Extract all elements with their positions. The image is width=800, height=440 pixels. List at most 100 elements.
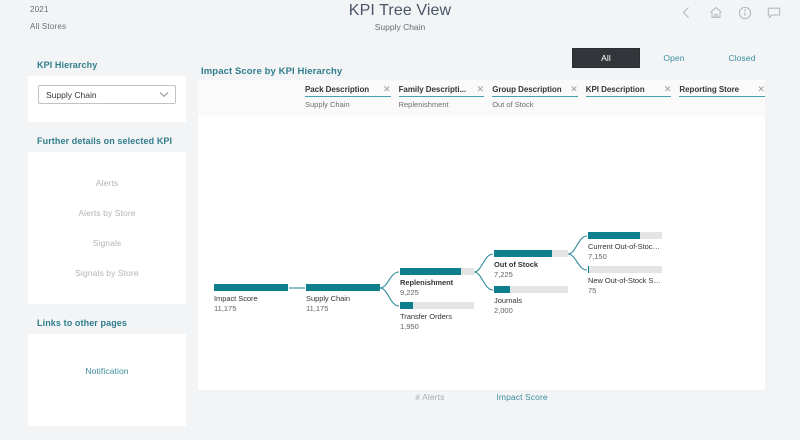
sidebar-item-notification[interactable]: Notification bbox=[85, 366, 129, 376]
node-label: Out of Stock bbox=[494, 260, 538, 269]
tree-node-impact-score[interactable]: Impact Score 11,175 bbox=[214, 284, 288, 313]
status-filter-segmented[interactable]: All Open Closed bbox=[572, 48, 776, 68]
segment-closed[interactable]: Closed bbox=[728, 53, 756, 63]
close-icon[interactable]: ✕ bbox=[663, 84, 672, 94]
sidebar-item-signals[interactable]: Signals bbox=[92, 238, 122, 248]
sidebar-group-other-pages: Links to other pages Notification bbox=[28, 318, 186, 426]
back-chevron-icon[interactable] bbox=[678, 4, 695, 21]
node-bar-fill bbox=[494, 250, 552, 257]
segment-open[interactable]: Open bbox=[663, 53, 685, 63]
node-bar bbox=[306, 284, 380, 291]
close-icon[interactable]: ✕ bbox=[757, 84, 765, 94]
further-details-card: Alerts Alerts by Store Signals Signals b… bbox=[28, 152, 186, 304]
kpi-tree-panel: Pack Description ✕ Supply Chain Family D… bbox=[198, 80, 765, 390]
filter-chip-label: Reporting Store bbox=[679, 85, 740, 94]
node-bar-fill bbox=[494, 286, 511, 293]
tree-node-out-of-stock[interactable]: Out of Stock 7,225 bbox=[494, 250, 568, 279]
filter-chip-value: Supply Chain bbox=[305, 100, 350, 109]
node-bar bbox=[588, 266, 662, 273]
kpi-hierarchy-select[interactable]: Supply Chain bbox=[38, 85, 176, 104]
node-value: 2,000 bbox=[494, 306, 513, 315]
sidebar-group-hierarchy: KPI Hierarchy Supply Chain bbox=[28, 60, 186, 122]
node-bar-fill bbox=[400, 268, 462, 275]
context-store: All Stores bbox=[30, 21, 67, 31]
close-icon[interactable]: ✕ bbox=[476, 84, 485, 94]
page-subtitle: Supply Chain bbox=[374, 22, 426, 33]
links-to-other-pages-title: Links to other pages bbox=[37, 318, 128, 328]
tab-impact-score[interactable]: Impact Score bbox=[496, 392, 548, 402]
node-bar bbox=[588, 232, 662, 239]
node-value: 1,950 bbox=[400, 322, 419, 331]
shell-actions bbox=[678, 4, 782, 21]
filter-chip-label: KPI Description bbox=[585, 85, 645, 94]
node-label: Journals bbox=[494, 296, 522, 305]
links-to-other-pages-card: Notification bbox=[28, 334, 186, 426]
node-bar bbox=[494, 286, 568, 293]
kpi-hierarchy-title: KPI Hierarchy bbox=[37, 60, 98, 70]
chevron-down-icon bbox=[159, 91, 169, 98]
shell-context: 2021 All Stores bbox=[30, 4, 66, 37]
filter-chip-group-description[interactable]: Group Description ✕ Out of Stock bbox=[492, 85, 578, 109]
node-label: Supply Chain bbox=[306, 294, 351, 303]
node-bar-fill bbox=[400, 302, 413, 309]
context-year: 2021 bbox=[30, 5, 49, 14]
node-value: 9,225 bbox=[400, 288, 419, 297]
kpi-hierarchy-card: Supply Chain bbox=[28, 76, 186, 122]
home-icon[interactable] bbox=[707, 4, 724, 21]
footer-tabs: # Alerts Impact Score bbox=[198, 392, 765, 402]
node-label: Current Out-of-Stock ... bbox=[588, 242, 662, 251]
filter-chip-pack-description[interactable]: Pack Description ✕ Supply Chain bbox=[305, 85, 391, 109]
node-label: Impact Score bbox=[214, 294, 258, 303]
filter-chip-label: Family Descripti... bbox=[398, 85, 467, 94]
further-details-title: Further details on selected KPI bbox=[37, 136, 173, 146]
node-label: Transfer Orders bbox=[400, 312, 452, 321]
shell-header: 2021 All Stores KPI Tree View Supply Cha… bbox=[0, 0, 800, 40]
sidebar-item-alerts-by-store[interactable]: Alerts by Store bbox=[78, 208, 136, 218]
filter-chip-label: Pack Description bbox=[305, 85, 370, 94]
sidebar-group-details: Further details on selected KPI Alerts A… bbox=[28, 136, 186, 304]
node-bar-fill bbox=[306, 284, 380, 291]
close-icon[interactable]: ✕ bbox=[570, 84, 578, 94]
node-bar-fill bbox=[214, 284, 288, 291]
sidebar-item-signals-by-store[interactable]: Signals by Store bbox=[75, 268, 139, 278]
filter-chip-kpi-description[interactable]: KPI Description ✕ bbox=[585, 84, 672, 109]
kpi-hierarchy-select-value: Supply Chain bbox=[46, 89, 97, 100]
tree-node-journals[interactable]: Journals 2,000 bbox=[494, 286, 568, 315]
node-value: 11,175 bbox=[214, 304, 237, 313]
node-value: 75 bbox=[588, 286, 597, 295]
node-label: Replenishment bbox=[400, 278, 454, 287]
node-value: 7,150 bbox=[588, 252, 607, 261]
tab-alerts[interactable]: # Alerts bbox=[415, 392, 445, 402]
node-bar bbox=[400, 268, 474, 275]
node-bar-fill bbox=[588, 266, 590, 273]
segment-all[interactable]: All bbox=[572, 48, 640, 68]
node-bar bbox=[494, 250, 568, 257]
tree-connector-lines bbox=[288, 235, 588, 307]
chart-section-title: Impact Score by KPI Hierarchy bbox=[201, 66, 343, 77]
filter-chip-value bbox=[586, 100, 672, 109]
sidebar-item-alerts[interactable]: Alerts bbox=[95, 178, 119, 188]
tree-node-current-out-of-stock[interactable]: Current Out-of-Stock ... 7,150 bbox=[588, 232, 662, 261]
node-bar-fill bbox=[588, 232, 640, 239]
node-value: 7,225 bbox=[494, 270, 513, 279]
filter-chip-reporting-store[interactable]: Reporting Store ✕ bbox=[679, 85, 765, 109]
filter-chip-value: Out of Stock bbox=[492, 100, 534, 109]
filter-chip-label: Group Description bbox=[492, 85, 562, 94]
filter-chip-value bbox=[679, 100, 765, 109]
tree-node-replenishment[interactable]: Replenishment 9,225 bbox=[400, 268, 474, 297]
node-bar bbox=[400, 302, 474, 309]
close-icon[interactable]: ✕ bbox=[383, 84, 391, 94]
node-label: New Out-of-Stock Situ... bbox=[588, 276, 662, 285]
node-value: 11,175 bbox=[306, 304, 329, 313]
sidebar: KPI Hierarchy Supply Chain Further detai… bbox=[28, 60, 186, 440]
filter-chip-family-description[interactable]: Family Descripti... ✕ Replenishment bbox=[398, 84, 485, 109]
node-bar bbox=[214, 284, 288, 291]
tree-node-supply-chain[interactable]: Supply Chain 11,175 bbox=[306, 284, 380, 313]
feedback-icon[interactable] bbox=[765, 4, 782, 21]
tree-node-transfer-orders[interactable]: Transfer Orders 1,950 bbox=[400, 302, 474, 331]
tree-node-new-out-of-stock[interactable]: New Out-of-Stock Situ... 75 bbox=[588, 266, 662, 295]
info-icon[interactable] bbox=[736, 4, 753, 21]
kpi-tree: Impact Score 11,175 Supply Chain 11,175 … bbox=[198, 116, 765, 390]
filter-chip-bar: Pack Description ✕ Supply Chain Family D… bbox=[198, 80, 765, 116]
filter-chip-value: Replenishment bbox=[398, 100, 449, 109]
